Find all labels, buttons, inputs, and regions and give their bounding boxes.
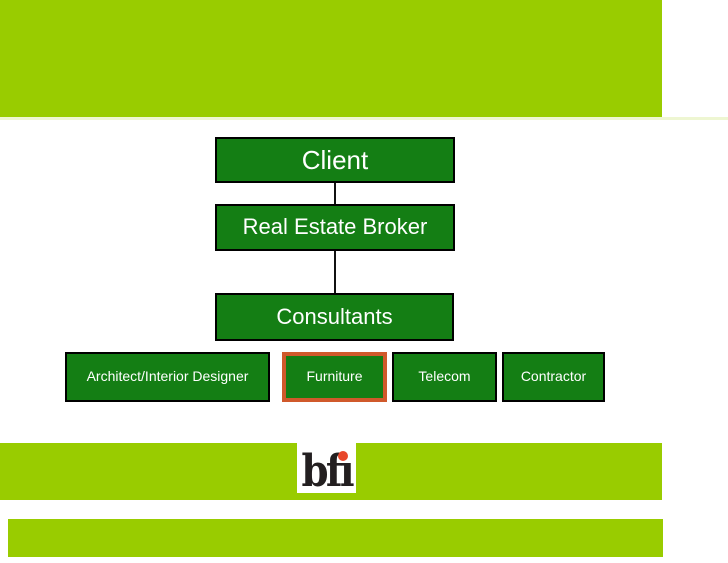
- top-band-edge-line: [0, 117, 728, 120]
- org-node-telecom: Telecom: [392, 352, 497, 402]
- connector-broker-consultants: [334, 251, 336, 293]
- org-node-consultants: Consultants: [215, 293, 454, 341]
- org-node-broker: Real Estate Broker: [215, 204, 455, 251]
- org-node-architect-interior-designer: Architect/Interior Designer: [65, 352, 270, 402]
- bottom-accent-band: [8, 519, 663, 557]
- org-node-label: Contractor: [520, 368, 587, 385]
- org-node-broker-label: Real Estate Broker: [242, 214, 428, 240]
- logo-red-dot-icon: [338, 451, 348, 461]
- org-node-client-label: Client: [301, 144, 369, 175]
- connector-client-broker: [334, 183, 336, 204]
- org-node-client: Client: [215, 137, 455, 183]
- bfi-logo: bfı: [297, 443, 356, 498]
- org-node-label: Architect/Interior Designer: [86, 368, 249, 385]
- org-node-consultants-label: Consultants: [276, 303, 393, 329]
- org-node-label: Telecom: [418, 368, 471, 385]
- bfi-logo-text: bfı: [301, 446, 354, 498]
- top-accent-band: [0, 0, 662, 117]
- org-node-label: Furniture: [306, 368, 363, 385]
- org-node-furniture-highlighted: Furniture: [282, 352, 387, 402]
- org-node-contractor: Contractor: [502, 352, 605, 402]
